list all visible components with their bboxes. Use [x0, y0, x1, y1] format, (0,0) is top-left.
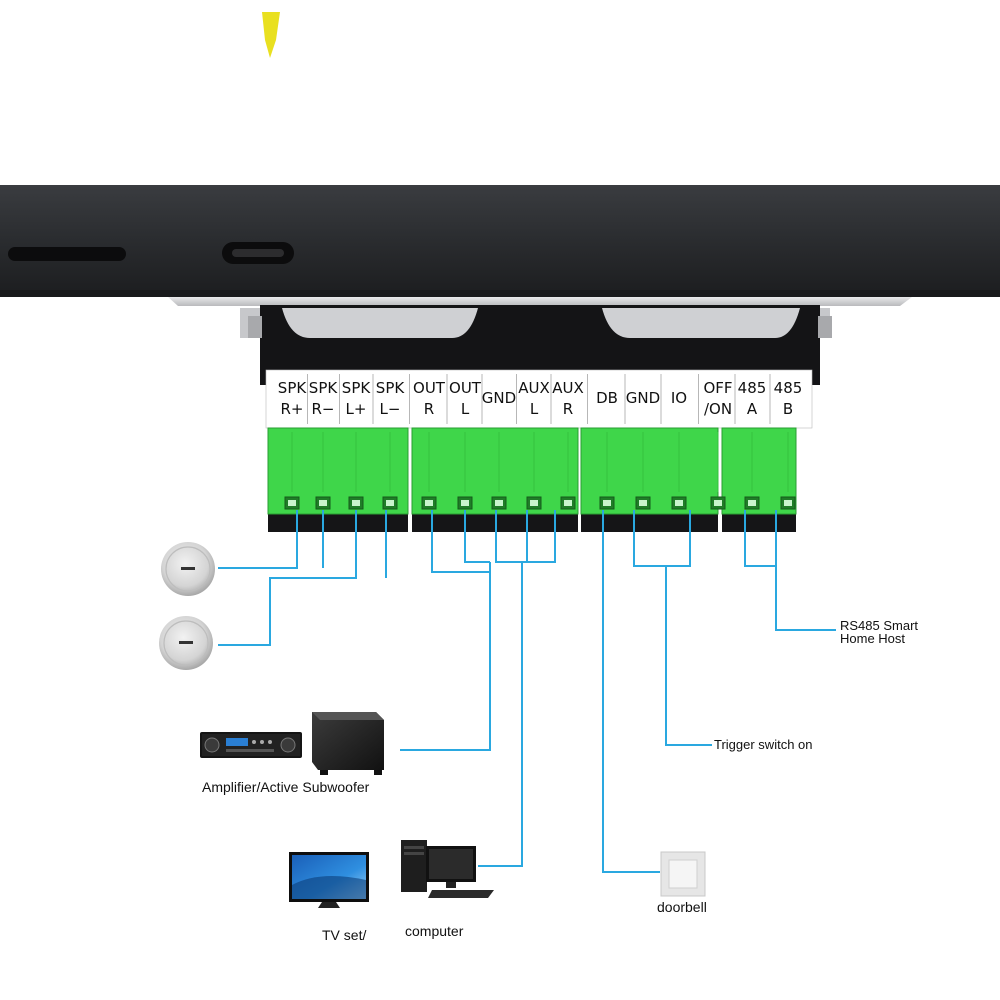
terminal-screw-slot [386, 500, 394, 506]
wire-out-l [464, 510, 490, 563]
terminal-label-line2: L [530, 400, 539, 418]
terminal-label-line1: OFF [703, 379, 732, 397]
terminal-label-line1: OUT [449, 379, 482, 397]
terminal-screw-slot [564, 500, 572, 506]
terminal-label-line2: R+ [281, 400, 304, 418]
terminal-labels: SPKR+SPKR−SPKL+SPKL−OUTROUTLGNDAUXLAUXRD… [278, 374, 803, 424]
terminal-label-line1: SPK [309, 379, 339, 397]
ceiling-speaker-icon [161, 542, 215, 596]
terminal-label-line1: SPK [342, 379, 372, 397]
wires [218, 510, 836, 873]
terminal-screw-slot [639, 500, 647, 506]
terminal-label-line1: AUX [518, 379, 550, 397]
terminal-screw-slot [714, 500, 722, 506]
terminal-screw-slot [603, 500, 611, 506]
tv-icon [289, 852, 369, 908]
card-slot [8, 247, 126, 261]
terminal-label-line2: R [424, 400, 434, 418]
device-panel [0, 185, 1000, 385]
wire-to-doorbell [602, 510, 660, 873]
terminal-label-strip [265, 369, 813, 429]
rs485-label-line2: Home Host [840, 631, 905, 646]
terminal-screw-slot [530, 500, 538, 506]
computer-icon [401, 840, 494, 898]
terminal-label-line1: OUT [413, 379, 446, 397]
terminal-label-line2: B [783, 400, 793, 418]
wire-to-computer [478, 562, 523, 867]
computer-label: computer [405, 923, 464, 939]
device-body [0, 185, 1000, 297]
terminal-label-line1: GND [482, 389, 516, 407]
terminal-screw-slot [784, 500, 792, 506]
ceiling-speaker-icon [159, 616, 213, 670]
rs485-label-line1: RS485 Smart [840, 618, 918, 633]
terminal-screw-slot [748, 500, 756, 506]
wire-485-a [744, 510, 776, 567]
wire-out-r [431, 510, 490, 573]
terminal-label-line2: L− [380, 400, 401, 418]
terminal-label-line1: SPK [278, 379, 308, 397]
terminal-label-line2: A [747, 400, 758, 418]
terminal-label-line1: AUX [552, 379, 584, 397]
wire-trigger-loop [633, 510, 691, 567]
terminal-label-line1: SPK [376, 379, 406, 397]
terminal-label-line1: 485 [738, 379, 767, 397]
yellow-tip-icon [262, 12, 280, 58]
terminal-label-line2: R− [312, 400, 335, 418]
terminal-label-line1: DB [596, 389, 618, 407]
terminal-screw-slot [675, 500, 683, 506]
terminal-label-line1: 485 [774, 379, 803, 397]
trigger-label: Trigger switch on [714, 737, 813, 752]
terminal-screw-slot [352, 500, 360, 506]
wire-speaker-2-a [218, 510, 357, 646]
doorbell-label: doorbell [657, 899, 707, 915]
wire-to-amplifier [400, 562, 491, 751]
terminal-label-line2: L [461, 400, 470, 418]
terminal-screw-slot [319, 500, 327, 506]
subwoofer-icon [312, 712, 384, 775]
terminal-screw-slot [288, 500, 296, 506]
amplifier-label: Amplifier/Active Subwoofer [202, 779, 370, 795]
terminal-label-line2: R [563, 400, 573, 418]
terminal-label-line1: GND [626, 389, 660, 407]
wire-speaker-1-a [218, 510, 298, 569]
terminal-label-line2: L+ [346, 400, 367, 418]
wire-to-trigger [665, 566, 712, 746]
terminal-blocks [267, 427, 797, 532]
tv-label: TV set/ [322, 927, 366, 943]
terminal-label-line1: IO [671, 389, 687, 407]
terminal-screw-slot [461, 500, 469, 506]
amplifier-icon [200, 732, 302, 758]
terminal-label-line2: /ON [704, 400, 732, 418]
terminal-screw-slot [425, 500, 433, 506]
wire-485-b [775, 510, 836, 631]
terminal-screw-slot [495, 500, 503, 506]
mounting-bracket [168, 297, 912, 306]
doorbell-switch-icon [660, 851, 706, 897]
wire-gnd-aux [495, 510, 556, 563]
